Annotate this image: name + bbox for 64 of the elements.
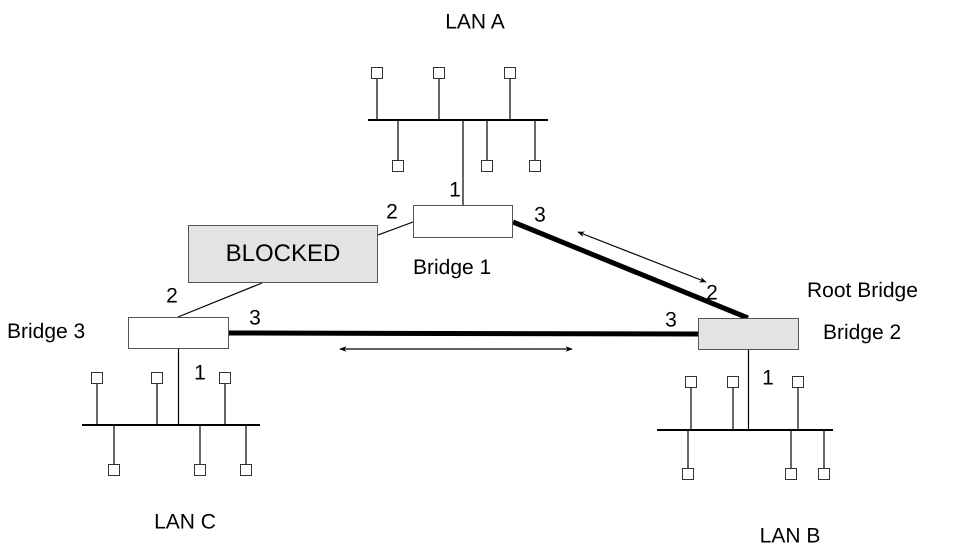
lan-bus-line [657, 429, 833, 431]
host-box [481, 160, 493, 172]
link-line [823, 429, 825, 468]
lan-label: LAN A [445, 10, 505, 34]
link-line [438, 79, 440, 119]
link-line [376, 79, 378, 119]
host-box [219, 372, 231, 384]
port-number: 3 [249, 306, 261, 330]
host-box [818, 468, 830, 480]
host-box [371, 67, 383, 79]
port-number: 1 [194, 361, 206, 385]
lan-bus-line [368, 119, 548, 121]
link-line [790, 429, 792, 468]
host-box [685, 376, 697, 388]
host-box [727, 376, 739, 388]
link-line [224, 384, 226, 424]
link-line [690, 388, 692, 429]
lan-label: LAN C [154, 510, 216, 534]
link-line [534, 119, 536, 160]
link-line [797, 388, 799, 429]
bridge-label: Bridge 3 [7, 320, 86, 344]
link-line [113, 424, 115, 464]
link-line [397, 119, 399, 160]
link-line [748, 350, 750, 429]
link-line [245, 424, 247, 464]
link-line [732, 388, 734, 429]
bridge-label: Bridge 1 [413, 256, 492, 280]
link-line [178, 349, 180, 424]
lan-bus-line [82, 424, 260, 426]
bridge-label: Bridge 2 [823, 321, 902, 344]
link-line [509, 79, 511, 119]
link-line [687, 429, 689, 468]
blocked-port-box [188, 225, 378, 283]
link-line [462, 119, 464, 205]
link-line [378, 221, 414, 236]
port-number: 3 [665, 308, 677, 332]
host-box [504, 67, 516, 79]
link-line [199, 424, 201, 464]
port-number: 2 [386, 200, 398, 224]
bridge-label: Root Bridge [807, 279, 918, 302]
link-line [178, 282, 262, 318]
port-number: 2 [706, 281, 718, 305]
host-box [194, 464, 206, 476]
link-line [486, 119, 488, 160]
host-box [392, 160, 404, 172]
port-state-text: BLOCKED [226, 240, 340, 268]
host-box [108, 464, 120, 476]
host-box [433, 67, 445, 79]
host-box [91, 372, 103, 384]
link-line [156, 384, 158, 424]
active-link-line [512, 220, 749, 320]
host-box [792, 376, 804, 388]
lan-label: LAN B [760, 524, 820, 548]
host-box [785, 468, 797, 480]
link-line [96, 384, 98, 424]
host-box [240, 464, 252, 476]
port-number: 1 [762, 366, 774, 390]
host-box [151, 372, 163, 384]
host-box [682, 468, 694, 480]
active-link-line [229, 330, 698, 336]
port-number: 1 [449, 178, 461, 202]
port-number: 2 [166, 284, 178, 308]
host-box [529, 160, 541, 172]
port-number: 3 [534, 203, 546, 227]
